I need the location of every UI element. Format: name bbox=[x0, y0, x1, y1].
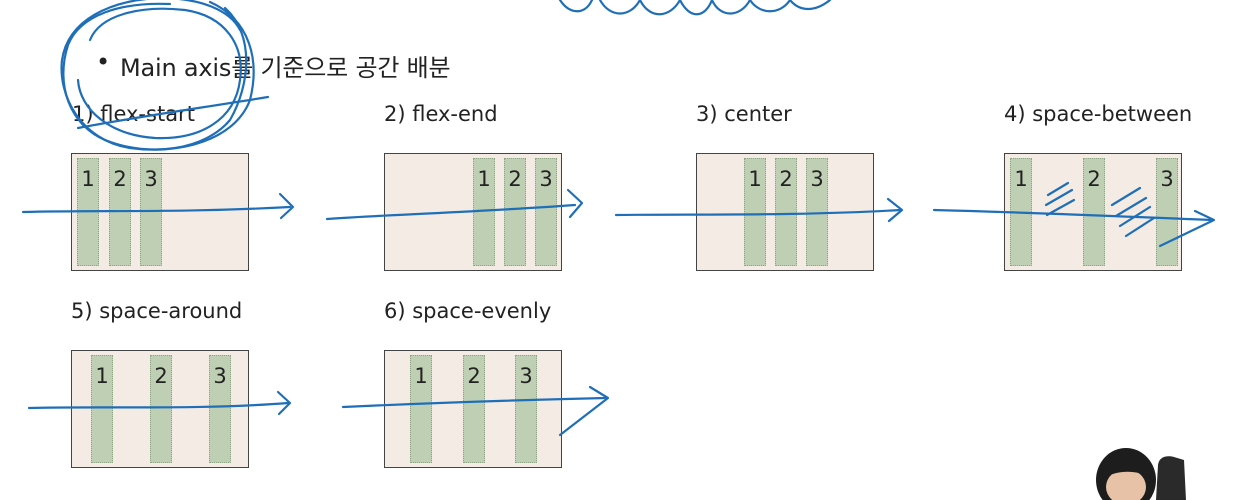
flex-item: 1 bbox=[473, 158, 495, 266]
item-number: 2 bbox=[779, 167, 793, 191]
item-number: 1 bbox=[1014, 167, 1028, 191]
flex-item: 2 bbox=[463, 355, 485, 463]
item-number: 2 bbox=[467, 364, 481, 388]
item-number: 1 bbox=[81, 167, 95, 191]
flex-item: 2 bbox=[775, 158, 797, 266]
item-number: 2 bbox=[113, 167, 127, 191]
item-number: 2 bbox=[154, 364, 168, 388]
presenter-webcam bbox=[1096, 448, 1186, 500]
flex-item: 3 bbox=[1156, 158, 1178, 266]
example-label-space-around: 5) space-around bbox=[71, 299, 243, 323]
flex-item: 3 bbox=[209, 355, 231, 463]
item-number: 3 bbox=[1160, 167, 1174, 191]
flex-item: 3 bbox=[140, 158, 162, 266]
item-number: 1 bbox=[95, 364, 109, 388]
flex-item: 1 bbox=[77, 158, 99, 266]
item-number: 1 bbox=[748, 167, 762, 191]
bullet-text: Main axis를 기준으로 공간 배분 bbox=[120, 54, 451, 82]
flex-container-space-evenly: 1 2 3 bbox=[384, 350, 562, 468]
example-label-center: 3) center bbox=[696, 102, 792, 126]
flex-item: 3 bbox=[806, 158, 828, 266]
arrow-head bbox=[566, 188, 584, 219]
flex-item: 1 bbox=[410, 355, 432, 463]
flex-container-space-around: 1 2 3 bbox=[71, 350, 249, 468]
item-number: 3 bbox=[519, 364, 533, 388]
item-number: 3 bbox=[810, 167, 824, 191]
example-label-flex-end: 2) flex-end bbox=[384, 102, 498, 126]
item-number: 3 bbox=[213, 364, 227, 388]
flex-container-center: 1 2 3 bbox=[696, 153, 874, 271]
flex-item: 1 bbox=[91, 355, 113, 463]
flex-item: 2 bbox=[1083, 158, 1105, 266]
bullet-dot: • bbox=[96, 48, 110, 76]
flex-item: 2 bbox=[504, 158, 526, 266]
arrow-head bbox=[276, 390, 292, 416]
flex-container-space-between: 1 2 3 bbox=[1004, 153, 1182, 271]
flex-item: 2 bbox=[109, 158, 131, 266]
flex-item: 1 bbox=[744, 158, 766, 266]
flex-container-flex-end: 1 2 3 bbox=[384, 153, 562, 271]
item-number: 1 bbox=[414, 364, 428, 388]
flex-item: 2 bbox=[150, 355, 172, 463]
scribble-loops bbox=[558, 0, 832, 16]
flex-item: 3 bbox=[535, 158, 557, 266]
flex-item: 3 bbox=[515, 355, 537, 463]
flex-container-flex-start: 1 2 3 bbox=[71, 153, 249, 271]
item-number: 3 bbox=[144, 167, 158, 191]
example-label-space-evenly: 6) space-evenly bbox=[384, 299, 552, 323]
item-number: 3 bbox=[539, 167, 553, 191]
arrow-head bbox=[886, 197, 904, 223]
arrow-head bbox=[278, 192, 295, 220]
flex-item: 1 bbox=[1010, 158, 1032, 266]
example-label-flex-start: 1) flex-start bbox=[72, 102, 195, 126]
arrow-head bbox=[558, 385, 610, 437]
item-number: 2 bbox=[508, 167, 522, 191]
example-label-space-between: 4) space-between bbox=[1004, 102, 1193, 126]
item-number: 1 bbox=[477, 167, 491, 191]
item-number: 2 bbox=[1087, 167, 1101, 191]
